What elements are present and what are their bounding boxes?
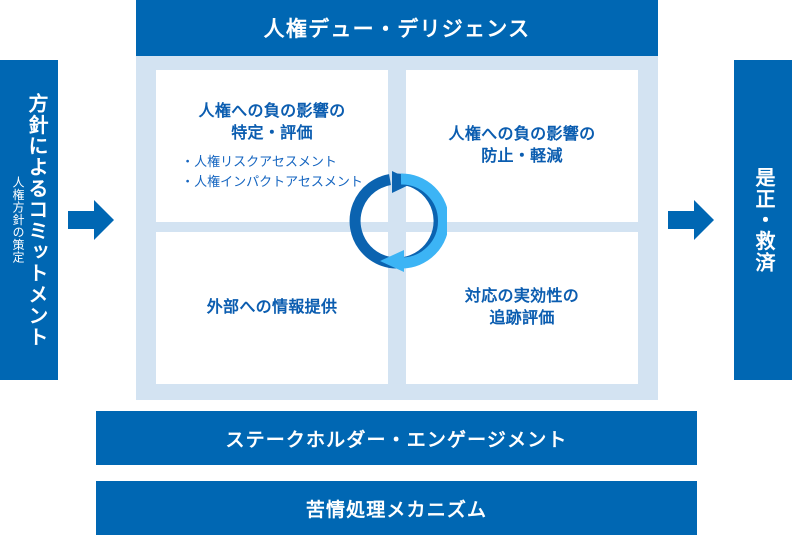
- pillar-right-main-label: 是正・救済: [752, 167, 774, 273]
- pillar-remediation: 是正・救済: [734, 60, 792, 380]
- cycle-card-prevent-title: 人権への負の影響の 防止・軽減: [448, 125, 596, 165]
- right-arrow-icon-right: [668, 197, 714, 243]
- bar-stakeholder-engagement: ステークホルダー・エンゲージメント: [96, 411, 697, 465]
- due-diligence-cycle-panel: 人権への負の影響の 特定・評価 ・人権リスクアセスメント ・人権インパクトアセス…: [136, 56, 658, 400]
- cycle-card-prevent: 人権への負の影響の 防止・軽減: [406, 70, 638, 222]
- bar-grievance-mechanism: 苦情処理メカニズム: [96, 481, 697, 535]
- cycle-card-disclose: 外部への情報提供: [156, 232, 388, 384]
- pillar-left-inner: 方針によるコミットメント 人権方針の策定: [11, 92, 47, 348]
- bar-stakeholder-engagement-label: ステークホルダー・エンゲージメント: [225, 429, 568, 451]
- page-title: 人権デュー・デリジェンス: [263, 18, 531, 41]
- cycle-card-identify: 人権への負の影響の 特定・評価 ・人権リスクアセスメント ・人権インパクトアセス…: [156, 70, 388, 222]
- cycle-card-identify-bullets: ・人権リスクアセスメント ・人権インパクトアセスメント: [181, 154, 363, 189]
- cycle-card-track-title: 対応の実効性の 追跡評価: [464, 287, 580, 327]
- bar-grievance-mechanism-label: 苦情処理メカニズム: [305, 499, 488, 521]
- pillar-left-sub-label: 人権方針の策定: [11, 176, 25, 264]
- cycle-card-identify-title: 人権への負の影響の 特定・評価: [198, 102, 346, 142]
- due-diligence-header: 人権デュー・デリジェンス: [136, 0, 658, 56]
- pillar-left-main-label: 方針によるコミットメント: [25, 92, 47, 348]
- cycle-card-track: 対応の実効性の 追跡評価: [406, 232, 638, 384]
- cycle-card-disclose-title: 外部への情報提供: [206, 298, 338, 316]
- pillar-policy-commitment: 方針によるコミットメント 人権方針の策定: [0, 60, 58, 380]
- right-arrow-icon-left: [68, 197, 114, 243]
